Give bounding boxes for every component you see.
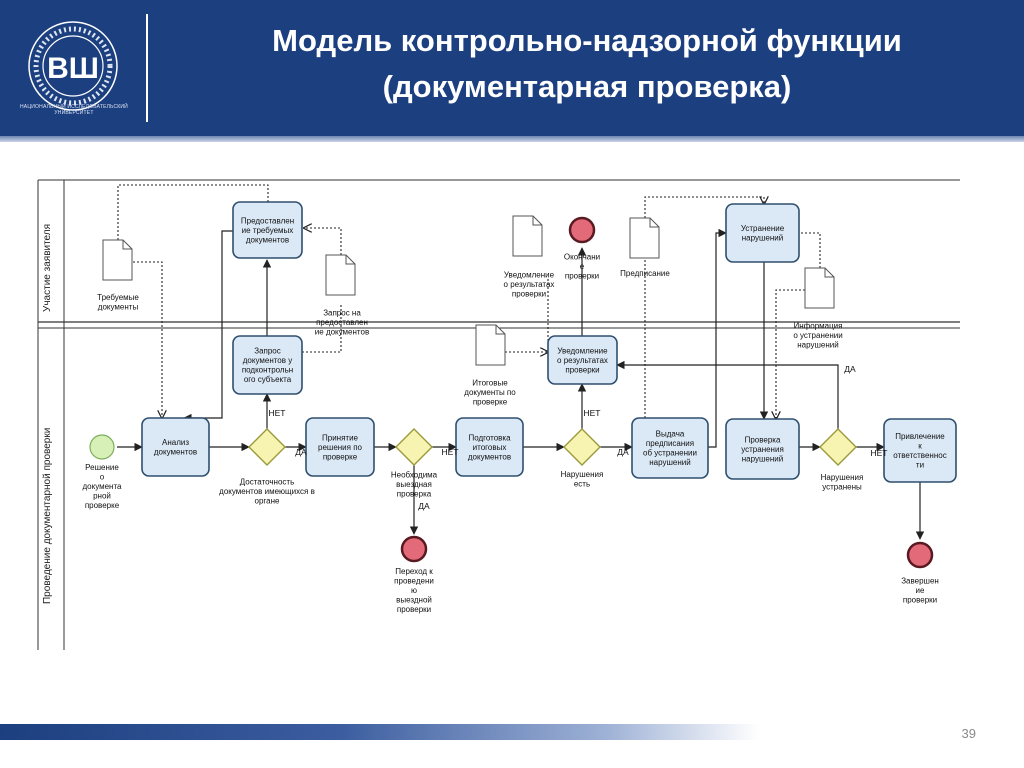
label-yes-onsite: ДА <box>418 501 430 511</box>
lane-label-applicant: Участие заявителя <box>42 224 53 312</box>
label-no-onsite: НЕТ <box>442 447 459 457</box>
label-yes-violations: ДА <box>617 447 629 457</box>
label-yes-sufficiency: ДА <box>295 447 307 457</box>
page-number: 39 <box>961 726 976 741</box>
label-no-eliminated: НЕТ <box>871 448 888 458</box>
logo-caption: НАЦИОНАЛЬНЫЙ ИССЛЕДОВАТЕЛЬСКИЙ УНИВЕРСИТ… <box>20 104 128 116</box>
lane-label-inspection: Проведение документарной проверки <box>42 428 53 604</box>
document-order[interactable]: Предписание <box>620 217 670 278</box>
label-yes-eliminated: ДА <box>844 364 856 374</box>
slide-header <box>0 0 1024 136</box>
header-divider <box>146 14 148 122</box>
label-no-violations: НЕТ <box>584 408 601 418</box>
label-no-sufficiency: НЕТ <box>269 408 286 418</box>
footer-bar <box>0 724 760 740</box>
title-line-2: (документарная проверка) <box>382 69 792 104</box>
pool <box>37 179 960 650</box>
title-line-1: Модель контрольно-надзорной функции <box>272 23 902 58</box>
document-label: Предписание <box>620 269 670 278</box>
logo-monogram: ВШ <box>47 52 99 85</box>
page-title: Модель контрольно-надзорной функции (док… <box>150 18 1024 110</box>
university-logo: ВШ <box>18 14 128 124</box>
associations <box>117 184 821 419</box>
header-rule <box>0 136 1024 142</box>
